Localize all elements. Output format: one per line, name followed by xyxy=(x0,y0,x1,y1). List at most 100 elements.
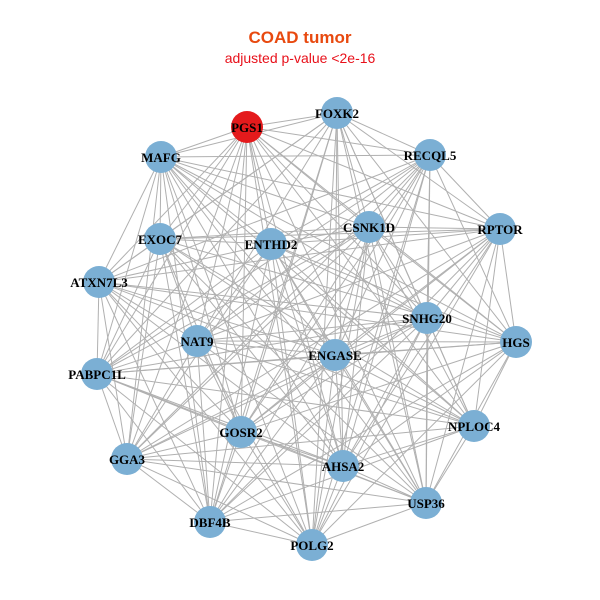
node-label: PABPC1L xyxy=(68,367,126,382)
node-circle[interactable] xyxy=(484,213,516,245)
edge-DBF4B-POLG2 xyxy=(209,521,313,546)
node-label: RPTOR xyxy=(477,222,523,237)
node-circle[interactable] xyxy=(353,211,385,243)
edge-HGS-DBF4B xyxy=(209,341,517,523)
node-label: HGS xyxy=(502,335,529,350)
edge-SNHG20-PABPC1L xyxy=(96,317,428,375)
node-recql5[interactable]: RECQL5 xyxy=(404,139,457,171)
edge-HGS-PABPC1L xyxy=(96,341,517,375)
edge-NAT9-USP36 xyxy=(196,340,427,504)
edge-ENGASE-GGA3 xyxy=(126,354,336,460)
edge-FOXK2-USP36 xyxy=(336,112,427,504)
edge-CSNK1D-POLG2 xyxy=(311,226,370,546)
edge-ENGASE-POLG2 xyxy=(311,354,336,546)
edge-CSNK1D-GGA3 xyxy=(126,226,370,460)
edge-GGA3-POLG2 xyxy=(126,458,313,546)
edge-MAFG-POLG2 xyxy=(160,156,313,546)
edge-RECQL5-DBF4B xyxy=(209,154,431,523)
edge-ATXN7L3-ENGASE xyxy=(98,281,336,356)
node-label: SNHG20 xyxy=(402,311,452,326)
node-circle[interactable] xyxy=(83,266,115,298)
node-rptor[interactable]: RPTOR xyxy=(477,213,523,245)
node-label: GGA3 xyxy=(109,452,146,467)
node-circle[interactable] xyxy=(181,325,213,357)
node-nat9[interactable]: NAT9 xyxy=(181,325,214,357)
edge-PGS1-RECQL5 xyxy=(246,126,431,156)
node-mafg[interactable]: MAFG xyxy=(141,141,181,173)
edge-ATXN7L3-NPLOC4 xyxy=(98,281,475,427)
node-circle[interactable] xyxy=(81,358,113,390)
node-csnk1d[interactable]: CSNK1D xyxy=(343,211,395,243)
node-foxk2[interactable]: FOXK2 xyxy=(315,97,359,129)
edge-SNHG20-USP36 xyxy=(425,317,428,504)
node-circle[interactable] xyxy=(321,97,353,129)
node-label: FOXK2 xyxy=(315,106,359,121)
node-circle[interactable] xyxy=(255,228,287,260)
edge-HGS-AHSA2 xyxy=(342,341,517,467)
node-circle[interactable] xyxy=(410,487,442,519)
node-dbf4b[interactable]: DBF4B xyxy=(189,506,231,538)
edge-EXOC7-NAT9 xyxy=(159,238,198,342)
node-circle[interactable] xyxy=(296,529,328,561)
edge-MAFG-HGS xyxy=(160,156,517,343)
node-circle[interactable] xyxy=(111,443,143,475)
edge-NAT9-DBF4B xyxy=(196,340,211,523)
node-circle[interactable] xyxy=(414,139,446,171)
chart-subtitle: adjusted p-value <2e-16 xyxy=(224,50,376,66)
node-circle[interactable] xyxy=(231,111,263,143)
edge-NAT9-HGS xyxy=(196,340,517,343)
node-nploc4[interactable]: NPLOC4 xyxy=(448,410,501,442)
node-circle[interactable] xyxy=(144,223,176,255)
node-pgs1[interactable]: PGS1 xyxy=(231,111,263,143)
edge-GOSR2-AHSA2 xyxy=(240,431,344,467)
edge-ENGASE-AHSA2 xyxy=(334,354,344,467)
node-engase[interactable]: ENGASE xyxy=(308,339,362,371)
node-circle[interactable] xyxy=(225,416,257,448)
edge-CSNK1D-GOSR2 xyxy=(240,226,370,433)
node-pabpc1l[interactable]: PABPC1L xyxy=(68,358,126,390)
edge-NAT9-NPLOC4 xyxy=(196,340,475,427)
edge-PGS1-ATXN7L3 xyxy=(98,126,248,283)
edge-ATXN7L3-GOSR2 xyxy=(98,281,242,433)
node-circle[interactable] xyxy=(458,410,490,442)
node-ahsa2[interactable]: AHSA2 xyxy=(322,450,365,482)
edge-PGS1-GGA3 xyxy=(126,126,248,460)
edge-RPTOR-GOSR2 xyxy=(240,228,501,433)
edge-MAFG-ATXN7L3 xyxy=(98,156,162,283)
edge-SNHG20-NPLOC4 xyxy=(426,317,475,427)
edge-RPTOR-ATXN7L3 xyxy=(98,228,501,283)
node-snhg20[interactable]: SNHG20 xyxy=(402,302,452,334)
node-circle[interactable] xyxy=(500,326,532,358)
edge-ATXN7L3-SNHG20 xyxy=(98,281,428,319)
edge-MAFG-AHSA2 xyxy=(160,156,344,467)
edge-MAFG-PABPC1L xyxy=(96,156,162,375)
edge-ATXN7L3-NAT9 xyxy=(98,281,198,342)
edge-PGS1-AHSA2 xyxy=(246,126,344,467)
node-exoc7[interactable]: EXOC7 xyxy=(138,223,183,255)
node-circle[interactable] xyxy=(194,506,226,538)
edge-RPTOR-SNHG20 xyxy=(426,228,501,319)
node-enthd2[interactable]: ENTHD2 xyxy=(245,228,298,260)
node-gosr2[interactable]: GOSR2 xyxy=(219,416,263,448)
node-polg2[interactable]: POLG2 xyxy=(290,529,334,561)
node-circle[interactable] xyxy=(145,141,177,173)
edge-NAT9-ENGASE xyxy=(196,340,336,356)
node-circle[interactable] xyxy=(319,339,351,371)
edge-FOXK2-DBF4B xyxy=(209,112,338,523)
edge-ENTHD2-USP36 xyxy=(270,243,427,504)
edge-FOXK2-PABPC1L xyxy=(96,112,338,375)
node-label: DBF4B xyxy=(189,515,231,530)
edge-HGS-GOSR2 xyxy=(240,341,517,433)
edge-RECQL5-ENGASE xyxy=(334,154,431,356)
node-atxn7l3[interactable]: ATXN7L3 xyxy=(70,266,128,298)
node-circle[interactable] xyxy=(411,302,443,334)
edge-FOXK2-AHSA2 xyxy=(336,112,344,467)
node-usp36[interactable]: USP36 xyxy=(407,487,445,519)
node-gga3[interactable]: GGA3 xyxy=(109,443,146,475)
edge-ENTHD2-RPTOR xyxy=(270,228,501,245)
edge-ATXN7L3-POLG2 xyxy=(98,281,313,546)
edge-FOXK2-NAT9 xyxy=(196,112,338,342)
edge-GGA3-AHSA2 xyxy=(126,458,344,467)
node-circle[interactable] xyxy=(327,450,359,482)
node-hgs[interactable]: HGS xyxy=(500,326,532,358)
